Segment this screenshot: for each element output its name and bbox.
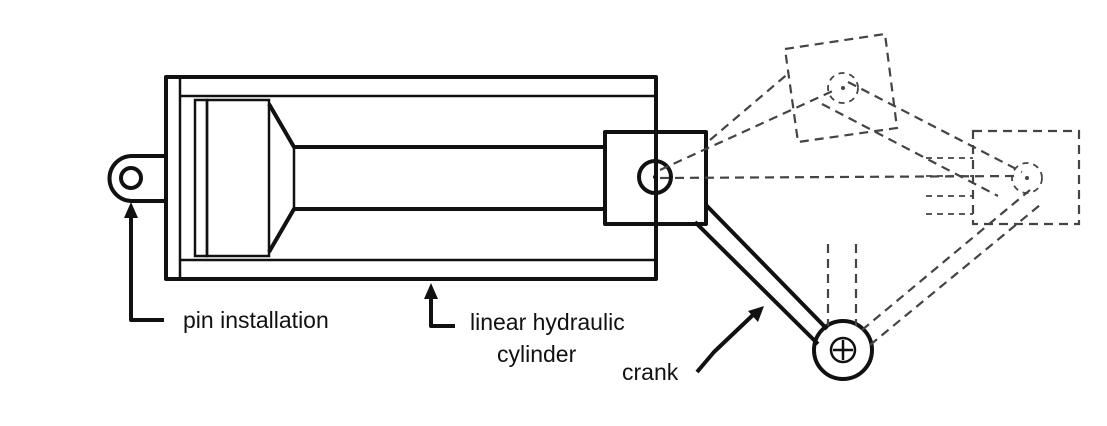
- ghost-positions: [659, 32, 1081, 346]
- piston: [193, 98, 271, 258]
- piston-rod: [267, 102, 605, 254]
- pin-installation-label: pin installation: [183, 307, 329, 333]
- pin-installation-eye: [107, 154, 166, 203]
- cylinder-label-line2: cylinder: [497, 341, 577, 367]
- crank-label: crank: [622, 359, 679, 385]
- cylinder-barrel: [164, 75, 658, 281]
- crank-arm: [693, 203, 874, 381]
- pin-installation-callout: [124, 202, 164, 322]
- cylinder-label-line1: linear hydraulic: [470, 309, 625, 335]
- cylinder-callout: [424, 283, 455, 328]
- crank-callout: [695, 306, 764, 374]
